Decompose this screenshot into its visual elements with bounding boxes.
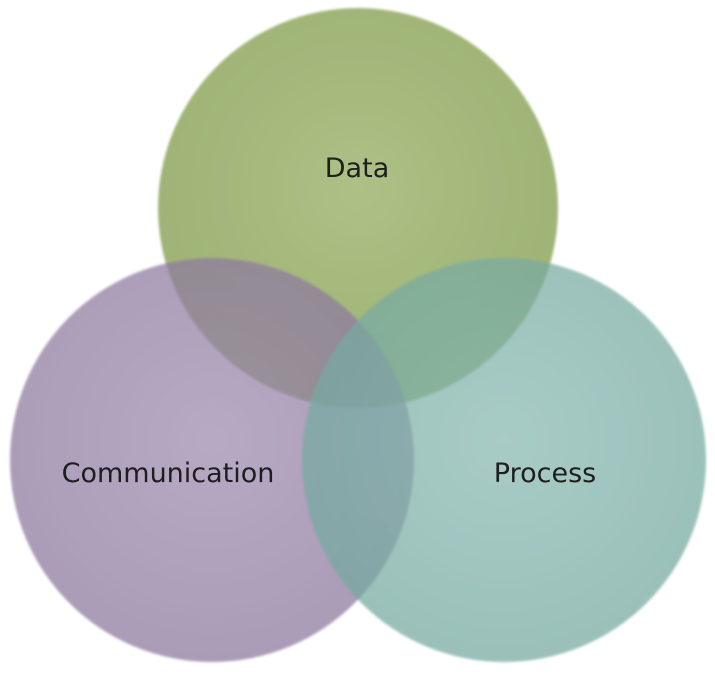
- circle-process: [302, 258, 706, 662]
- label-process: Process: [494, 458, 596, 489]
- label-data: Data: [325, 153, 389, 184]
- label-communication: Communication: [62, 458, 275, 489]
- circle-communication: [10, 258, 414, 662]
